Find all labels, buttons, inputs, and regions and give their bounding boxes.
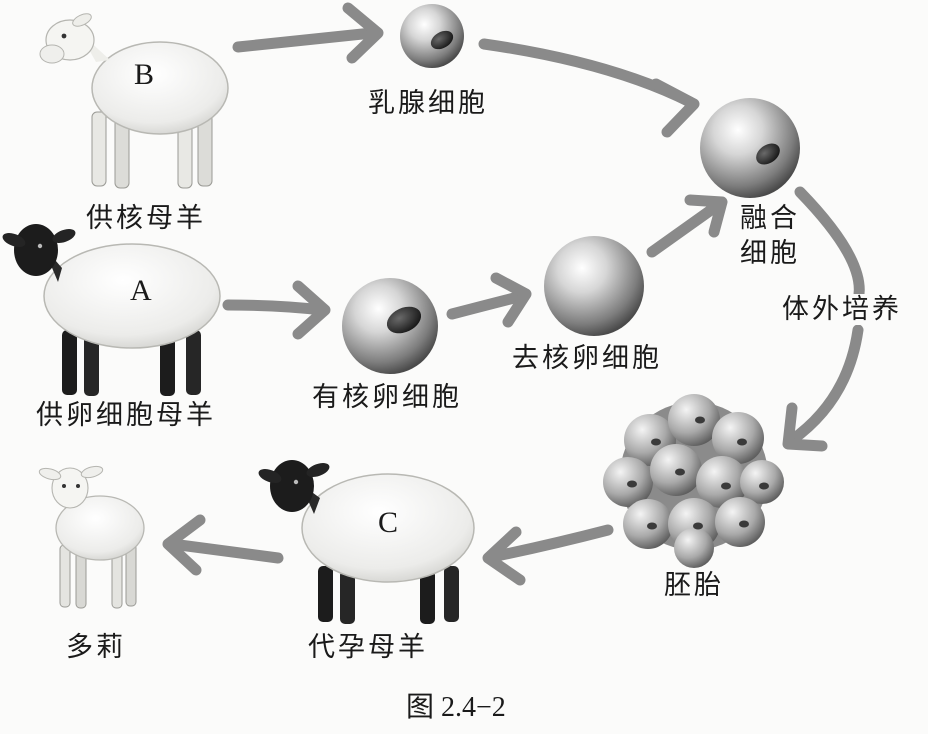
sheep-b-illustration [39, 13, 229, 189]
label-fused-cell-line1: 融合 [740, 203, 800, 234]
arrow-a-to-nucleated [222, 280, 331, 340]
arrow-enucleated-to-fused [646, 194, 728, 258]
label-enucleated-egg: 去核卵细胞 [512, 343, 662, 374]
arrow-c-to-dolly [162, 514, 284, 576]
arrow-nucleated-to-enucleated [446, 272, 532, 328]
nucleated-egg-illustration [342, 278, 438, 374]
arrow-b-to-mammary [232, 2, 384, 64]
figure-caption: 图 2.4−2 [406, 692, 506, 723]
label-donor-nucleus-ewe: 供核母羊 [86, 203, 206, 234]
label-nucleated-egg: 有核卵细胞 [312, 382, 462, 413]
label-egg-donor-ewe: 供卵细胞母羊 [36, 400, 216, 431]
fused-cell-illustration [700, 98, 800, 198]
label-embryo: 胚胎 [664, 570, 724, 601]
label-fused-cell-line2: 细胞 [740, 238, 800, 269]
enucleated-egg-illustration [544, 236, 644, 336]
sheep-c-letter: C [378, 506, 399, 539]
label-in-vitro-culture: 体外培养 [782, 294, 902, 325]
arrow-embryo-to-c [482, 524, 614, 586]
arrow-fused-to-embryo [782, 186, 865, 452]
label-dolly: 多莉 [66, 632, 126, 663]
mammary-cell-illustration [400, 4, 464, 68]
label-surrogate-ewe: 代孕母羊 [308, 632, 428, 663]
embryo-illustration [603, 394, 784, 568]
arrow-mammary-to-fused [478, 38, 700, 138]
sheep-a-illustration [2, 224, 221, 396]
sheep-b-letter: B [134, 58, 155, 91]
sheep-c-illustration [258, 460, 475, 624]
label-mammary-cell: 乳腺细胞 [368, 88, 488, 119]
dolly-lamb-illustration [38, 465, 145, 609]
sheep-a-letter: A [130, 274, 152, 307]
